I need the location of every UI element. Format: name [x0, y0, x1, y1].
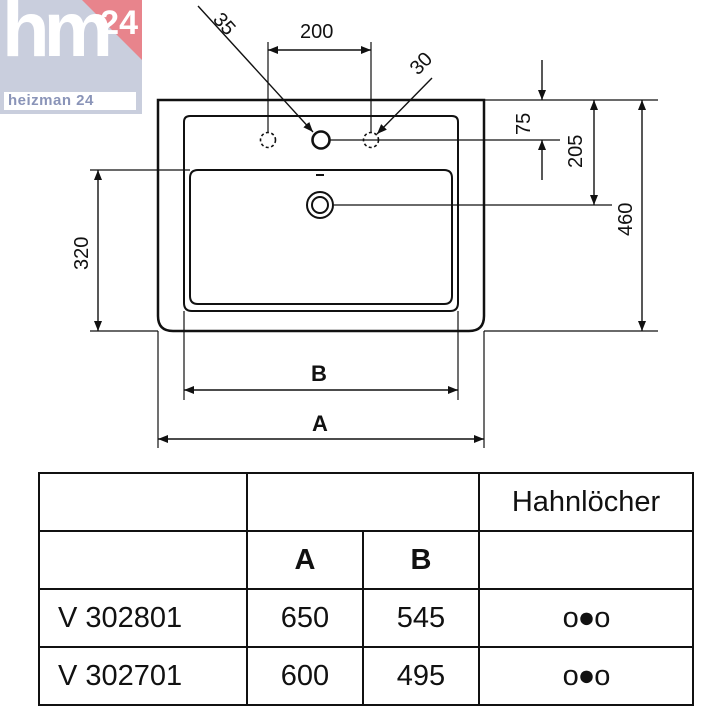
model-number: V 302701: [38, 646, 248, 706]
logo-number: 24: [100, 4, 138, 42]
tap-holes-icon: o●o: [478, 646, 694, 706]
table-row: V 302701 600 495 o●o: [38, 646, 694, 706]
table-header-cell: [246, 472, 480, 532]
tap-hole-center: [311, 130, 331, 150]
sink-rim-inner: [183, 115, 459, 312]
dim-label-B: B: [311, 361, 327, 386]
dim-label-205: 205: [565, 135, 587, 168]
dim-label-A: A: [312, 411, 328, 436]
dim-label-75: 75: [513, 113, 535, 135]
tap-hole-left: [259, 131, 277, 149]
dim-label-320: 320: [71, 237, 93, 270]
drain-outer: [306, 191, 334, 219]
table-header-row-2: A B: [38, 530, 694, 590]
table-header-cell: [478, 530, 694, 590]
dim-label-30: 30: [406, 48, 437, 79]
model-number: V 302801: [38, 588, 248, 648]
table-header-cell: [38, 472, 248, 532]
sink-technical-drawing: 35 30 200 75 205 460 320 B A: [71, 5, 658, 448]
value-a: 650: [246, 588, 364, 648]
logo-mark: hm: [2, 0, 113, 73]
dim-label-35: 35: [208, 9, 239, 40]
tap-holes-icon: o●o: [478, 588, 694, 648]
sink-outer-outline: [156, 98, 486, 333]
sink-bowl-outline: [189, 169, 453, 305]
dim-label-200: 200: [300, 21, 333, 43]
value-a: 600: [246, 646, 364, 706]
table-header-hahnloecher: Hahnlöcher: [478, 472, 694, 532]
drain-inner: [311, 196, 329, 214]
brand-logo: hm 24 heizman 24: [0, 0, 142, 114]
leader-30: [376, 77, 433, 135]
table-header-cell: [38, 530, 248, 590]
table-header-a: A: [246, 530, 364, 590]
value-b: 545: [362, 588, 480, 648]
value-b: 495: [362, 646, 480, 706]
logo-accent-shape: [82, 0, 142, 60]
leader-35: [197, 5, 314, 133]
table-row: V 302801 650 545 o●o: [38, 588, 694, 648]
logo-subtitle: heizman 24: [4, 92, 136, 110]
table-header-row-1: Hahnlöcher: [38, 472, 694, 532]
dim-label-460: 460: [615, 203, 637, 236]
dimensions-table: Hahnlöcher A B V 302801 650 545 o●o V 30…: [38, 472, 694, 706]
table-header-b: B: [362, 530, 480, 590]
